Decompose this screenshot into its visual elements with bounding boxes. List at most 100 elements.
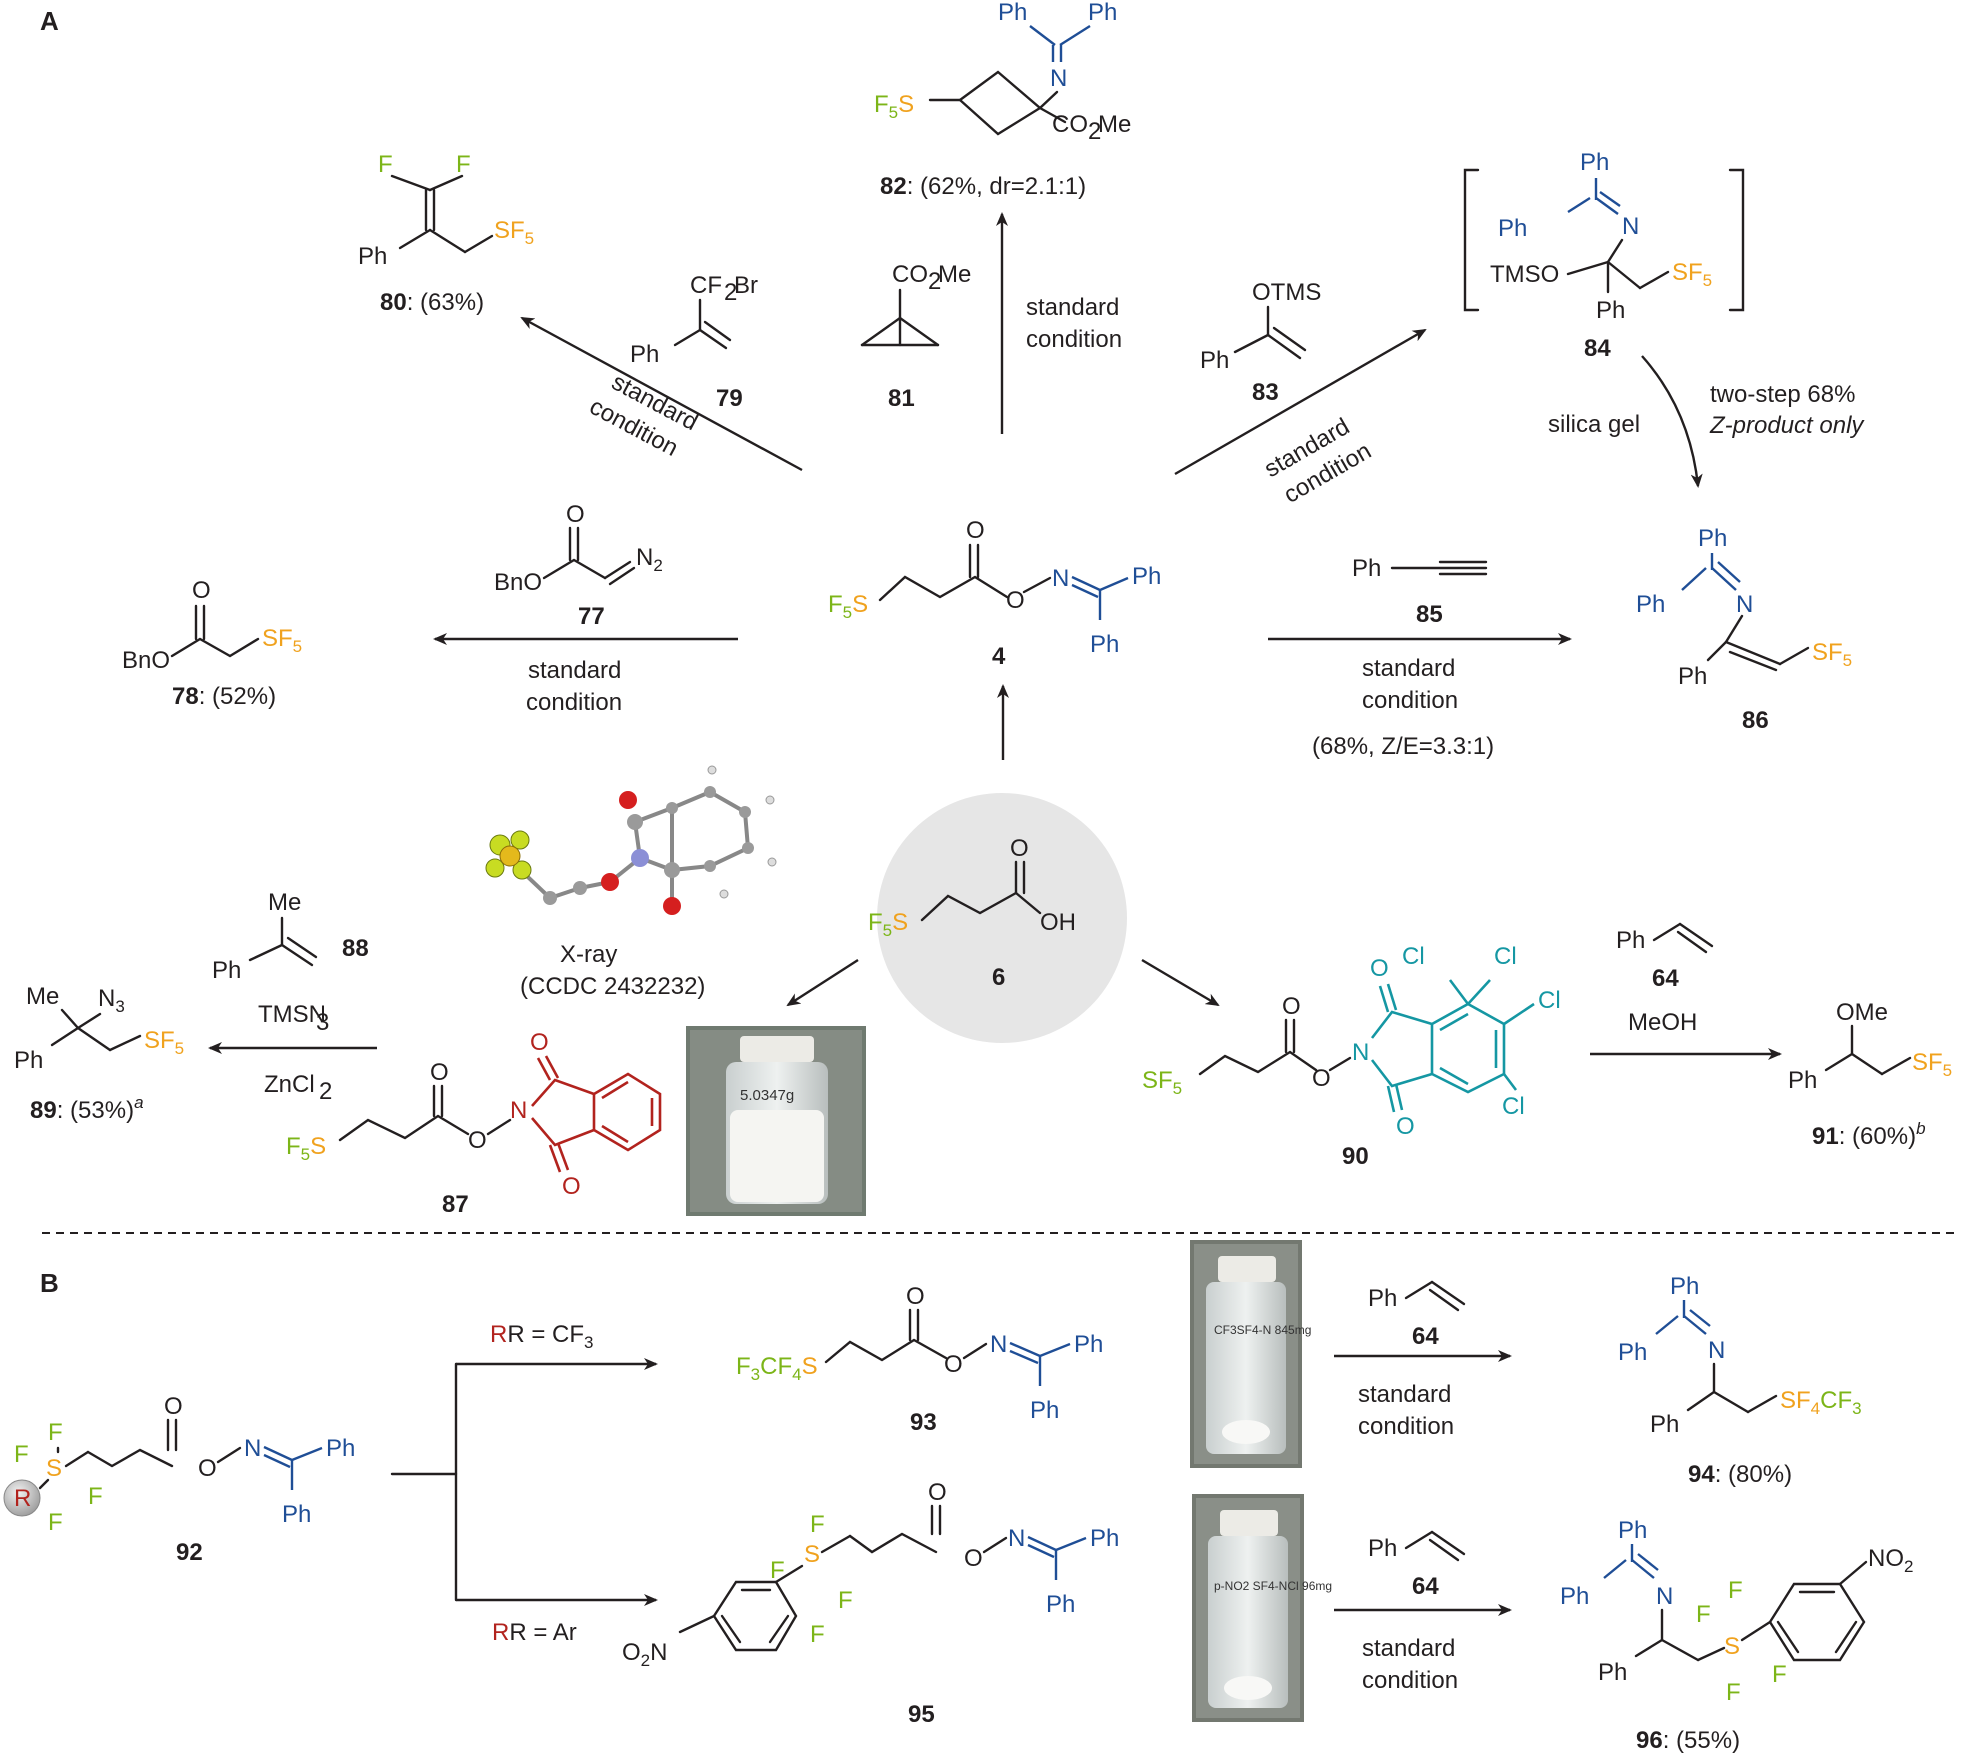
compound-87: F5S O O N O O 87 <box>286 1029 662 1218</box>
svg-text:Ph: Ph <box>1200 347 1229 374</box>
svg-text:Ph: Ph <box>1074 1331 1103 1358</box>
svg-text:O: O <box>1396 1113 1415 1140</box>
svg-text:silica gel: silica gel <box>1548 411 1640 438</box>
svg-text:standard: standard <box>1026 294 1119 321</box>
svg-text:O: O <box>966 517 985 544</box>
compound-93: F3CF4S O O N Ph Ph 93 <box>736 1283 1103 1436</box>
svg-text:N: N <box>1622 213 1639 240</box>
svg-text:89: (53%)a: 89: (53%)a <box>30 1093 144 1124</box>
svg-text:TMSN: TMSN <box>258 1001 326 1028</box>
svg-text:N3: N3 <box>98 985 125 1016</box>
svg-text:Ph: Ph <box>1090 631 1119 658</box>
svg-text:O: O <box>566 501 585 528</box>
reagent-64-a: Ph 64 <box>1616 922 1714 992</box>
svg-text:O: O <box>1312 1065 1331 1092</box>
svg-text:Ph: Ph <box>1616 927 1645 954</box>
svg-text:Cl: Cl <box>1502 1093 1525 1120</box>
svg-text:Ph: Ph <box>1352 555 1381 582</box>
svg-text:standard: standard <box>1358 1381 1451 1408</box>
svg-text:SF5: SF5 <box>1912 1049 1952 1080</box>
svg-text:Ph: Ph <box>1090 1525 1119 1552</box>
svg-text:2: 2 <box>319 1078 332 1105</box>
product-80: F F Ph SF5 80: (63%) <box>358 151 534 316</box>
svg-text:RR = Ar: RR = Ar <box>492 1619 577 1646</box>
arrow-6-to-90 <box>1141 958 1220 1007</box>
svg-text:F: F <box>810 1621 825 1648</box>
svg-text:Ph: Ph <box>630 341 659 368</box>
svg-text:O: O <box>562 1173 581 1200</box>
svg-text:Ph: Ph <box>1132 563 1161 590</box>
svg-text:condition: condition <box>526 689 622 716</box>
product-94: Ph Ph N Ph SF4CF3 94: (80%) <box>1618 1273 1862 1488</box>
svg-text:SF5: SF5 <box>1142 1067 1182 1098</box>
svg-text:condition: condition <box>1362 687 1458 714</box>
svg-text:MeOH: MeOH <box>1628 1009 1697 1036</box>
svg-text:Z-product only: Z-product only <box>1709 412 1865 439</box>
arrow-84-to-86 <box>1641 355 1703 488</box>
svg-text:N2: N2 <box>636 544 663 575</box>
svg-text:X-ray: X-ray <box>560 941 617 968</box>
svg-text:OTMS: OTMS <box>1252 279 1321 306</box>
svg-text:Ph: Ph <box>1678 663 1707 690</box>
svg-text:Ph: Ph <box>1368 1285 1397 1312</box>
product-78: BnO O SF5 78: (52%) <box>122 577 302 710</box>
svg-text:Ph: Ph <box>1596 297 1625 324</box>
svg-text:80: (63%): 80: (63%) <box>380 289 484 316</box>
svg-text:2: 2 <box>928 268 941 295</box>
svg-text:85: 85 <box>1416 601 1443 628</box>
svg-text:N: N <box>1008 1525 1025 1552</box>
svg-text:Ph: Ph <box>282 1501 311 1528</box>
reagent-81: CO 2 Me 81 <box>860 261 971 412</box>
compound-6: F5S O OH 6 <box>868 793 1127 1043</box>
panel-label-b: B <box>40 1268 59 1298</box>
svg-text:BnO: BnO <box>494 569 542 596</box>
svg-text:Ph: Ph <box>1698 525 1727 552</box>
svg-text:64: 64 <box>1652 965 1679 992</box>
svg-text:F5S: F5S <box>286 1133 326 1164</box>
svg-text:F: F <box>1726 1679 1741 1706</box>
svg-text:standard: standard <box>1362 655 1455 682</box>
svg-text:condition: condition <box>1362 1667 1458 1694</box>
reagent-83: OTMS Ph 83 <box>1200 279 1321 406</box>
svg-text:N: N <box>990 1331 1007 1358</box>
product-89: Me N3 Ph SF5 89: (53%)a <box>14 983 184 1124</box>
svg-text:RR = CF3: RR = CF3 <box>490 1321 594 1352</box>
svg-text:F5S: F5S <box>868 909 908 940</box>
reagent-88: Me Ph 88 <box>212 889 369 984</box>
svg-text:84: 84 <box>1584 335 1611 362</box>
svg-text:F3CF4S: F3CF4S <box>736 1353 818 1384</box>
svg-text:88: 88 <box>342 935 369 962</box>
svg-text:standard: standard <box>528 657 621 684</box>
svg-text:Ph: Ph <box>212 957 241 984</box>
svg-text:F: F <box>810 1511 825 1538</box>
svg-text:Ph: Ph <box>1560 1583 1589 1610</box>
panel-label-a: A <box>40 6 59 36</box>
svg-text:condition: condition <box>1026 326 1122 353</box>
svg-text:F: F <box>1728 1577 1743 1604</box>
svg-text:(68%, Z/E=3.3:1): (68%, Z/E=3.3:1) <box>1312 733 1494 760</box>
svg-text:Me: Me <box>268 889 301 916</box>
reagent-79: CF 2 Br Ph 79 <box>630 272 758 412</box>
svg-text:Me: Me <box>26 983 59 1010</box>
svg-text:SF5: SF5 <box>262 625 302 656</box>
svg-text:TMSO: TMSO <box>1490 261 1559 288</box>
svg-text:Me: Me <box>938 261 971 288</box>
svg-text:CF: CF <box>690 272 722 299</box>
svg-text:Ph: Ph <box>1046 1591 1075 1618</box>
svg-text:Ph: Ph <box>1618 1517 1647 1544</box>
svg-text:Ph: Ph <box>1088 0 1117 26</box>
svg-text:Me: Me <box>1098 111 1131 138</box>
svg-text:O: O <box>964 1545 983 1572</box>
svg-text:O: O <box>198 1455 217 1482</box>
svg-text:87: 87 <box>442 1191 469 1218</box>
svg-text:F: F <box>48 1509 63 1536</box>
svg-text:Ph: Ph <box>326 1435 355 1462</box>
svg-text:Ph: Ph <box>1618 1339 1647 1366</box>
svg-text:standard: standard <box>1362 1635 1455 1662</box>
svg-text:N: N <box>1050 65 1067 92</box>
svg-text:CO: CO <box>892 261 928 288</box>
svg-text:Cl: Cl <box>1402 943 1425 970</box>
svg-text:N: N <box>1736 591 1753 618</box>
svg-text:F5S: F5S <box>874 91 914 122</box>
svg-text:R: R <box>14 1485 31 1512</box>
